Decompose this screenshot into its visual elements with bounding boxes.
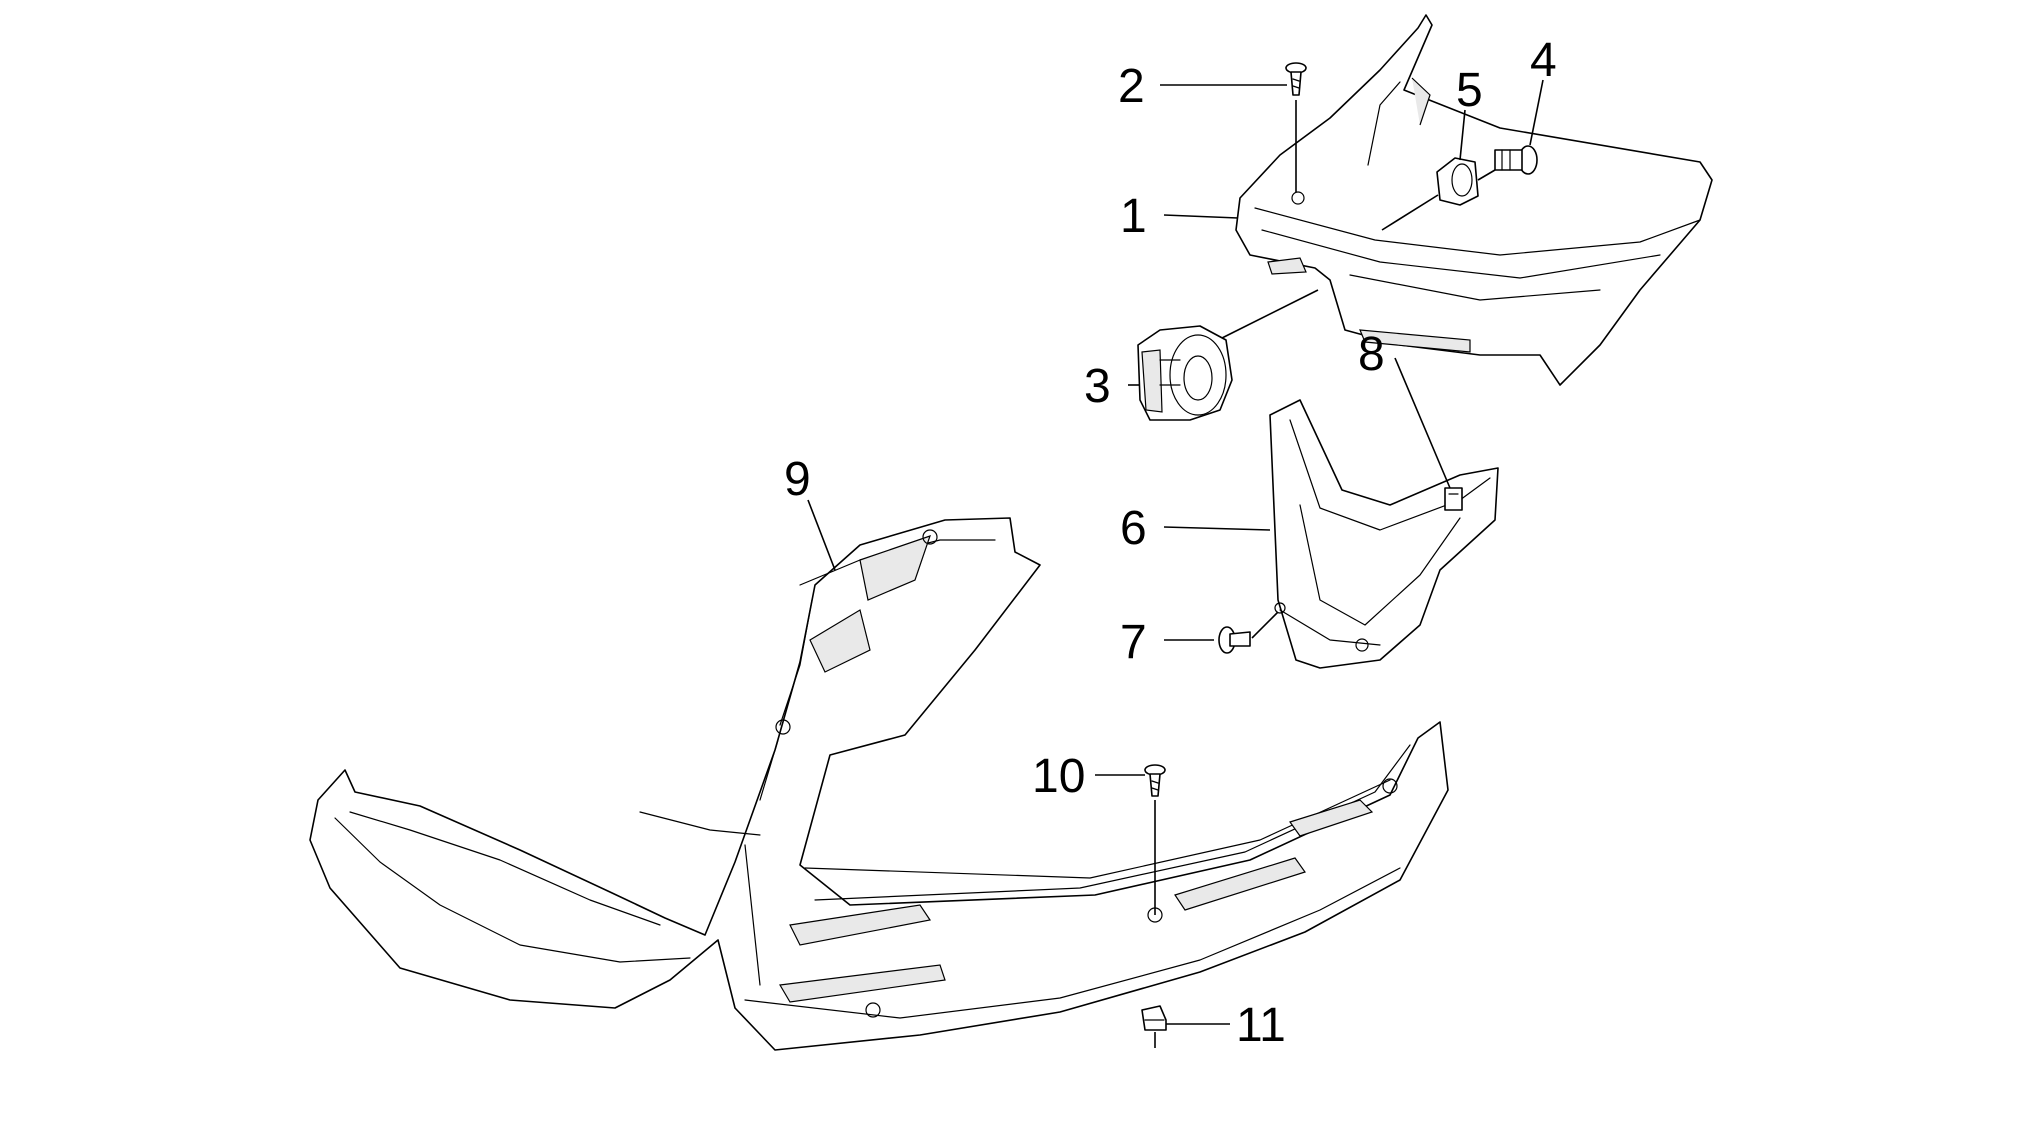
leader-5 <box>1459 109 1466 161</box>
leader-4 <box>1529 79 1544 146</box>
part-10-screw <box>1144 764 1166 797</box>
callout-6: 6 <box>1120 502 1147 555</box>
part-4-screw <box>1494 145 1538 175</box>
part-6-inner-cover <box>1269 399 1499 669</box>
leader-6 <box>1163 526 1271 531</box>
part-2-screw <box>1285 62 1307 96</box>
part-1-front-shield <box>1235 14 1713 386</box>
part-5-grommet <box>1436 157 1479 206</box>
leader-3-link <box>1221 289 1319 339</box>
callout-3: 3 <box>1084 360 1111 413</box>
callout-1: 1 <box>1120 190 1147 243</box>
callout-4: 4 <box>1530 34 1557 87</box>
callout-10: 10 <box>1032 750 1085 803</box>
part-9-footboard <box>309 517 1449 1051</box>
callout-11: 11 <box>1236 999 1286 1052</box>
leader-lines <box>807 79 1544 1048</box>
part-8-clip <box>1444 487 1463 511</box>
callout-2: 2 <box>1118 60 1145 113</box>
callout-7: 7 <box>1120 616 1147 669</box>
callout-8: 8 <box>1358 328 1385 381</box>
callout-9: 9 <box>784 453 811 506</box>
leader-8 <box>1394 357 1451 489</box>
leader-5-axis <box>1381 194 1439 231</box>
leader-7-axis <box>1251 611 1279 639</box>
part-11-nut <box>1141 1005 1167 1031</box>
callout-labels: 1 2 3 4 5 6 7 8 9 10 11 <box>784 34 1557 1052</box>
leader-4-axis <box>1477 169 1496 181</box>
leader-1 <box>1163 214 1239 219</box>
leader-9 <box>807 499 836 571</box>
callout-5: 5 <box>1456 64 1483 117</box>
part-7-screw <box>1218 626 1251 654</box>
part-3-socket <box>1137 325 1233 421</box>
